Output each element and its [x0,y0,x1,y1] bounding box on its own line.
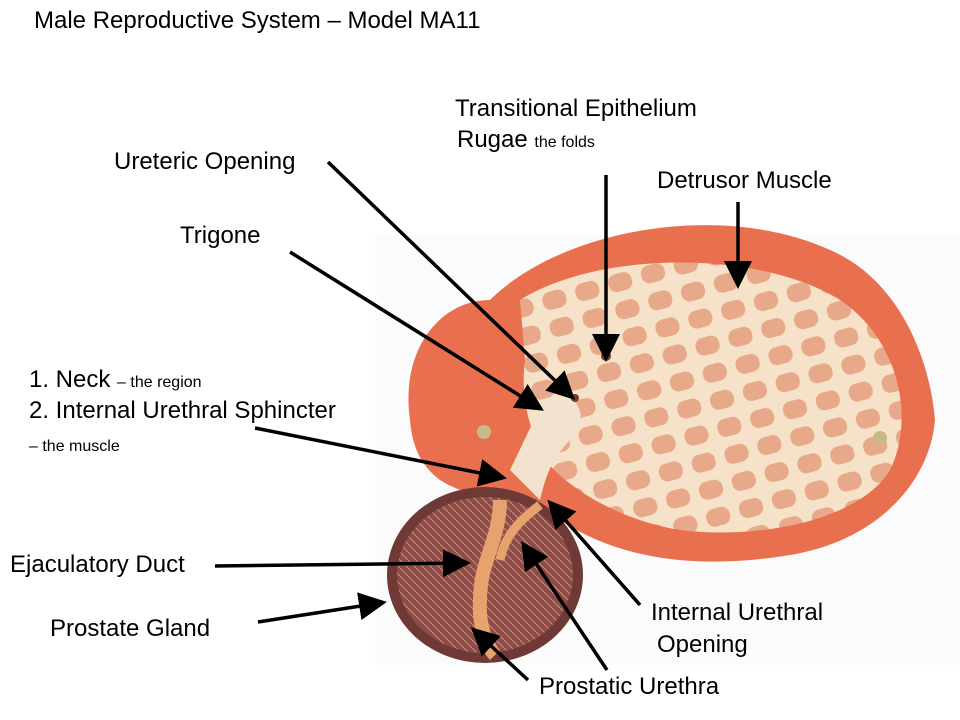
label-neck: 1. Neck – the region [29,366,202,393]
arrow-prostate-gland [257,592,387,624]
label-sphincter-note: – the muscle [29,438,120,455]
label-internal-urethral-opening-1: Internal Urethral [651,599,824,626]
label-prostatic-urethra: Prostatic Urethra [539,673,720,700]
rugae-text: Rugae [457,126,528,153]
label-ejaculatory-duct: Ejaculatory Duct [10,551,185,578]
arrow-ureteric-opening [326,160,576,400]
label-detrusor-muscle: Detrusor Muscle [657,167,832,194]
neck-text: 1. Neck [29,366,111,393]
arrow-trigone [289,250,544,411]
arrow-sphincter [254,426,507,487]
label-ureteric-opening: Ureteric Opening [114,148,296,175]
pin [477,425,491,439]
rugae-note: the folds [534,134,595,151]
arrow-prostatic-urethra [521,541,609,671]
label-rugae: Rugae the folds [457,126,595,153]
bladder [408,225,935,562]
prostate [387,487,583,663]
arrow-ejaculatory-duct [214,549,471,578]
label-internal-urethral-sphincter: 2. Internal Urethral Sphincter [29,397,336,424]
label-internal-urethral-opening-2: Opening [657,631,748,658]
label-prostate-gland: Prostate Gland [50,615,211,642]
label-transitional-epithelium: Transitional Epithelium [455,95,697,122]
neck-note: – the region [117,374,202,391]
ureteric-opening-mark [571,394,579,402]
pointer-arrows [214,160,752,682]
label-trigone: Trigone [180,222,261,249]
trigone-area [510,390,581,500]
arrow-internal-urethral-opening [547,499,642,607]
slide-title: Male Reproductive System – Model MA11 [34,7,481,34]
mucosa-rugae [520,262,902,533]
arrow-prostatic-urethra-2 [470,627,530,682]
pin [873,431,887,445]
